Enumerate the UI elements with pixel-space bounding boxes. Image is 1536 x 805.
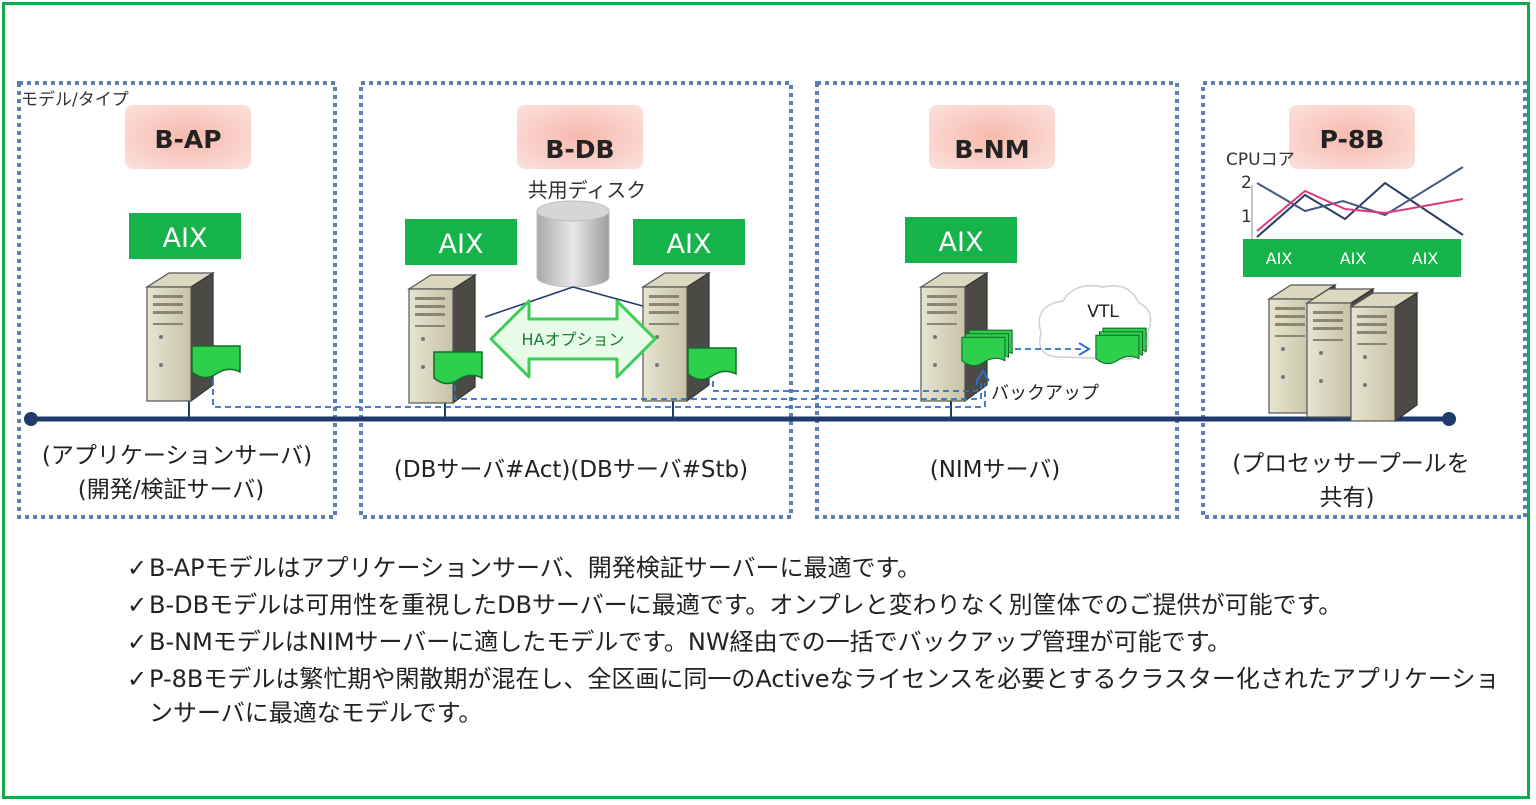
check-icon: ✓ xyxy=(127,554,148,582)
cpu-core-label: CPUコア xyxy=(1226,150,1295,170)
caption-bap-line1: (アプリケーションサーバ) xyxy=(42,443,312,469)
model-tags: B-AP B-DB B-NM P-8B xyxy=(125,105,1415,169)
backup-label: バックアップ xyxy=(991,383,1099,404)
tape-stack-icon-vtl xyxy=(1095,327,1147,365)
ha-option-label: HAオプション xyxy=(522,330,625,349)
aix-label-p8b-3: AIX xyxy=(1412,249,1439,268)
bullet-item: ✓B-APモデルはアプリケーションサーバ、開発検証サーバーに最適です。 xyxy=(127,551,1507,585)
check-icon: ✓ xyxy=(127,665,148,693)
bullet-text: B-APモデルはアプリケーションサーバ、開発検証サーバーに最適です。 xyxy=(149,554,922,582)
aix-label-bnm: AIX xyxy=(939,227,984,258)
description-list: ✓B-APモデルはアプリケーションサーバ、開発検証サーバーに最適です。 ✓B-D… xyxy=(127,551,1507,733)
cpu-line-pink xyxy=(1256,189,1464,232)
vtl-label: VTL xyxy=(1087,302,1119,322)
backup-paths xyxy=(212,348,1085,408)
caption-bnm: (NIMサーバ) xyxy=(930,457,1061,483)
caption-bdb: (DBサーバ#Act)(DBサーバ#Stb) xyxy=(394,457,748,483)
aix-label-p8b-2: AIX xyxy=(1340,249,1367,268)
bullet-item: ✓B-NMモデルはNIMサーバーに適したモデルです。NW経由での一括でバックアッ… xyxy=(127,625,1507,659)
check-icon: ✓ xyxy=(127,591,148,619)
shared-disk-label: 共用ディスク xyxy=(528,178,647,202)
group-borders xyxy=(17,81,1527,519)
aix-label-bap: AIX xyxy=(163,223,208,254)
ha-option-arrow: HAオプション xyxy=(489,299,657,379)
tape-stack-icon-bnm xyxy=(961,329,1013,367)
aix-label-p8b-1: AIX xyxy=(1266,249,1293,268)
cpu-tick-1: 1 xyxy=(1241,207,1252,227)
cpu-line-slate xyxy=(1256,166,1464,217)
data-icon-bap xyxy=(191,345,241,379)
caption-bap-line2: (開発/検証サーバ) xyxy=(78,477,264,503)
aix-badges: AIX AIX AIX AIX AIX AIX AIX xyxy=(129,213,1461,277)
data-icon-bdb-stb xyxy=(687,347,737,381)
caption-p8b-line1: (プロセッサープールを xyxy=(1232,451,1470,477)
cpu-core-chart: CPUコア 2 1 xyxy=(1226,150,1464,239)
network-end-right xyxy=(1442,412,1456,426)
server-icon-bap xyxy=(146,272,214,402)
bullet-item: ✓P-8Bモデルは繁忙期や閑散期が混在し、全区画に同一のActiveなライセンス… xyxy=(127,662,1507,730)
model-type-label: モデル/タイプ xyxy=(21,89,129,110)
model-tag-p8b: P-8B xyxy=(1320,125,1385,154)
group-bnm-border xyxy=(815,81,1179,519)
model-tag-bnm: B-NM xyxy=(954,135,1029,164)
bullet-text: B-NMモデルはNIMサーバーに適したモデルです。NW経由での一括でバックアップ… xyxy=(149,628,1232,656)
group-bap-border xyxy=(17,81,337,519)
bullet-item: ✓B-DBモデルは可用性を重視したDBサーバーに最適です。オンプレと変わりなく別… xyxy=(127,588,1507,622)
server-icon-bdb-act xyxy=(408,274,476,404)
network-end-left xyxy=(24,412,38,426)
caption-p8b-line2: 共有) xyxy=(1320,485,1375,511)
bullet-text: B-DBモデルは可用性を重視したDBサーバーに最適です。オンプレと変わりなく別筐… xyxy=(149,591,1343,619)
check-icon: ✓ xyxy=(127,628,148,656)
cpu-tick-2: 2 xyxy=(1241,173,1252,193)
aix-label-bdb-act: AIX xyxy=(439,229,484,260)
cpu-line-navy xyxy=(1256,181,1464,238)
bullet-text: P-8Bモデルは繁忙期や閑散期が混在し、全区画に同一のActiveなライセンスを… xyxy=(149,665,1500,727)
group-p8b-border xyxy=(1201,81,1527,519)
shared-disk-icon: 共用ディスク xyxy=(528,178,647,288)
model-tag-bdb: B-DB xyxy=(545,135,614,164)
server-model-diagram: モデル/タイプ B-AP B-DB B-NM P-8B CPUコア 2 1 xyxy=(17,81,1527,519)
model-tag-bap: B-AP xyxy=(154,125,221,154)
aix-label-bdb-stb: AIX xyxy=(667,229,712,260)
server-icon-p8b-3 xyxy=(1350,292,1418,422)
